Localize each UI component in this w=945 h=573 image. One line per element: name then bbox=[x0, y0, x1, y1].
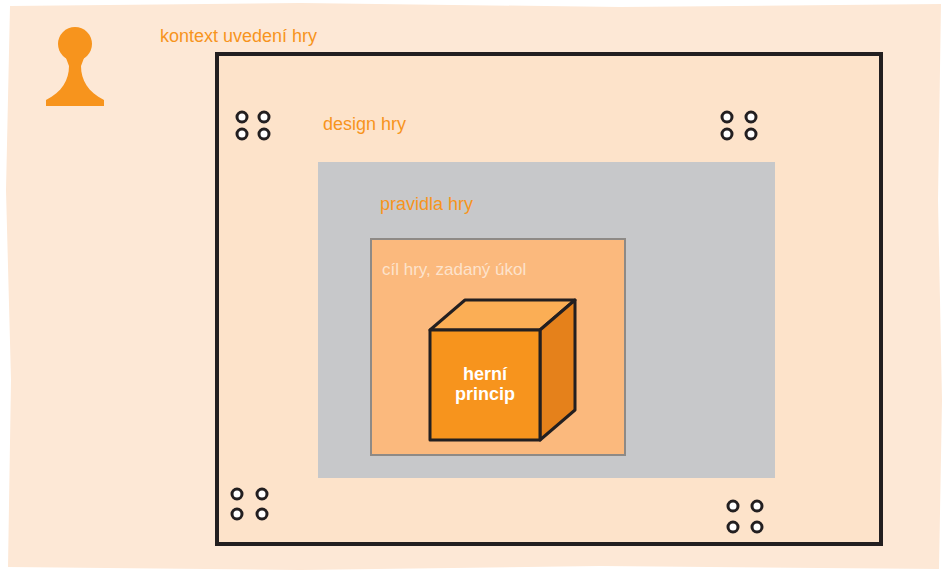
board-ground bbox=[217, 54, 881, 544]
node-label: kontext uvedení hry bbox=[160, 26, 317, 48]
rules-panel: pravidla hry cíl hry, zadaný úkol herní pr… bbox=[318, 162, 775, 478]
node-label: cíl hry, zadaný úkol bbox=[382, 260, 526, 280]
cube-face bbox=[540, 300, 575, 440]
pawn-icon bbox=[46, 27, 104, 106]
node-label: design hry bbox=[323, 114, 406, 136]
goal-panel: cíl hry, zadaný úkol herní princip bbox=[370, 238, 626, 456]
principle-cube: herní princip bbox=[428, 297, 578, 446]
node-label: herní princip bbox=[430, 330, 540, 440]
node-label: pravidla hry bbox=[380, 194, 473, 216]
game-board: design hry pravidla hry cíl hry, zadaný úk… bbox=[215, 52, 883, 546]
context-ground bbox=[6, 3, 942, 570]
cube-face bbox=[430, 330, 540, 440]
context-band: kontext uvedení hry design hry pravidla hr… bbox=[8, 4, 940, 570]
